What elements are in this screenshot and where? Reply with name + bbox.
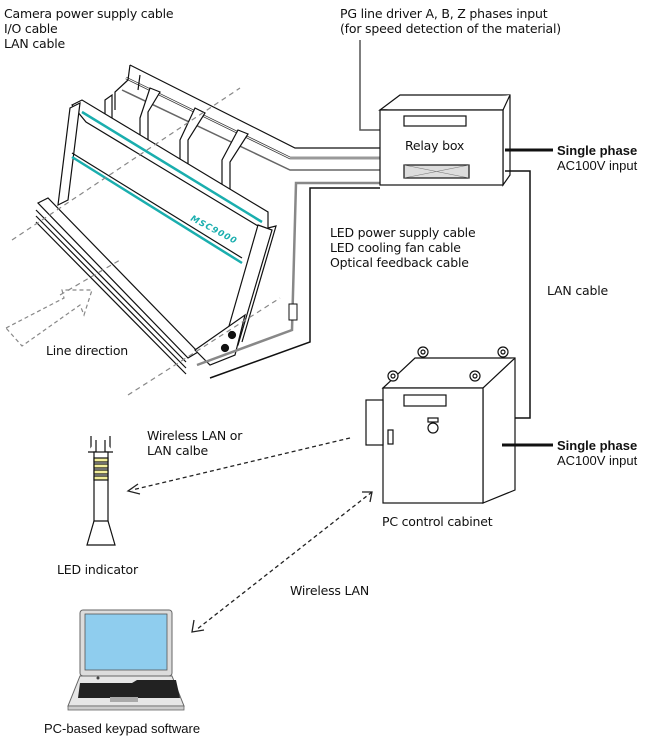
pg-input-note-text: (for speed detection of the material) bbox=[340, 21, 561, 36]
optical-feedback-cable-text: Optical feedback cable bbox=[330, 255, 469, 270]
wireless-links bbox=[131, 437, 373, 631]
relay-box-label: Relay box bbox=[405, 138, 465, 153]
single-phase-bottom-label: Single phase AC100V input bbox=[557, 438, 637, 468]
pc-control-cabinet bbox=[365, 346, 516, 504]
single-phase-top-text: Single phase bbox=[557, 143, 638, 158]
teal-stripe-top bbox=[81, 110, 263, 224]
pg-input-text: PG line driver A, B, Z phases input bbox=[340, 6, 548, 21]
wireless-or-text: Wireless LAN or bbox=[147, 428, 243, 443]
camera-cable-bundle-inner bbox=[121, 89, 380, 171]
relay-box bbox=[378, 94, 511, 187]
wireless-or-lan-label: Wireless LAN or LAN calbe bbox=[147, 428, 242, 458]
cable-connector-icon bbox=[288, 303, 298, 321]
ac-input-top-text: AC100V input bbox=[557, 158, 638, 173]
led-cables-label: LED power supply cable LED cooling fan c… bbox=[330, 225, 476, 270]
single-phase-bottom-text: Single phase bbox=[557, 438, 638, 453]
laptop-icon bbox=[67, 609, 185, 711]
teal-stripe-bottom bbox=[71, 155, 243, 265]
ac-input-bottom-text: AC100V input bbox=[557, 453, 638, 468]
camera-cable-bundle-outer bbox=[129, 64, 380, 149]
cabinet-side-box bbox=[365, 399, 384, 446]
led-indicator-label: LED indicator bbox=[57, 562, 138, 577]
pc-cabinet-label: PC control cabinet bbox=[382, 514, 493, 529]
lan-cable-label: LAN cable bbox=[547, 283, 608, 298]
arrowhead-led-icon bbox=[126, 483, 141, 495]
arrowhead-cabinet-icon bbox=[362, 491, 373, 503]
pg-input-label: PG line driver A, B, Z phases input (for… bbox=[340, 6, 561, 36]
line-direction-label: Line direction bbox=[46, 343, 129, 358]
line-direction-arrow-icon bbox=[5, 289, 93, 347]
led-indicator-icon bbox=[86, 436, 116, 546]
lan-cable-line bbox=[505, 170, 531, 419]
relay-box-window bbox=[403, 115, 467, 127]
line-direction-guides bbox=[11, 87, 281, 396]
led-fan-cable-text: LED cooling fan cable bbox=[330, 240, 461, 255]
led-power-cable-text: LED power supply cable bbox=[330, 225, 476, 240]
lan-calbe-text: LAN calbe bbox=[147, 443, 208, 458]
single-phase-top-label: Single phase AC100V input bbox=[557, 143, 637, 173]
eye-bolts bbox=[387, 346, 509, 382]
io-cable-text: I/O cable bbox=[4, 21, 58, 36]
lan-cable-camera-text: LAN cable bbox=[4, 36, 65, 51]
cabinet-handle bbox=[387, 429, 394, 445]
left-upright bbox=[57, 101, 81, 207]
cabinet-window bbox=[403, 394, 447, 407]
laptop-label: PC-based keypad software bbox=[44, 721, 201, 736]
camera-cables-label: Camera power supply cable I/O cable LAN … bbox=[4, 6, 174, 51]
pg-input-line bbox=[359, 40, 380, 131]
inspection-unit bbox=[35, 64, 380, 375]
wireless-lan-label: Wireless LAN bbox=[290, 583, 370, 598]
arrowhead-laptop-icon bbox=[191, 619, 205, 633]
led-cable-bundle bbox=[196, 181, 380, 379]
camera-power-cable-text: Camera power supply cable bbox=[4, 6, 174, 21]
